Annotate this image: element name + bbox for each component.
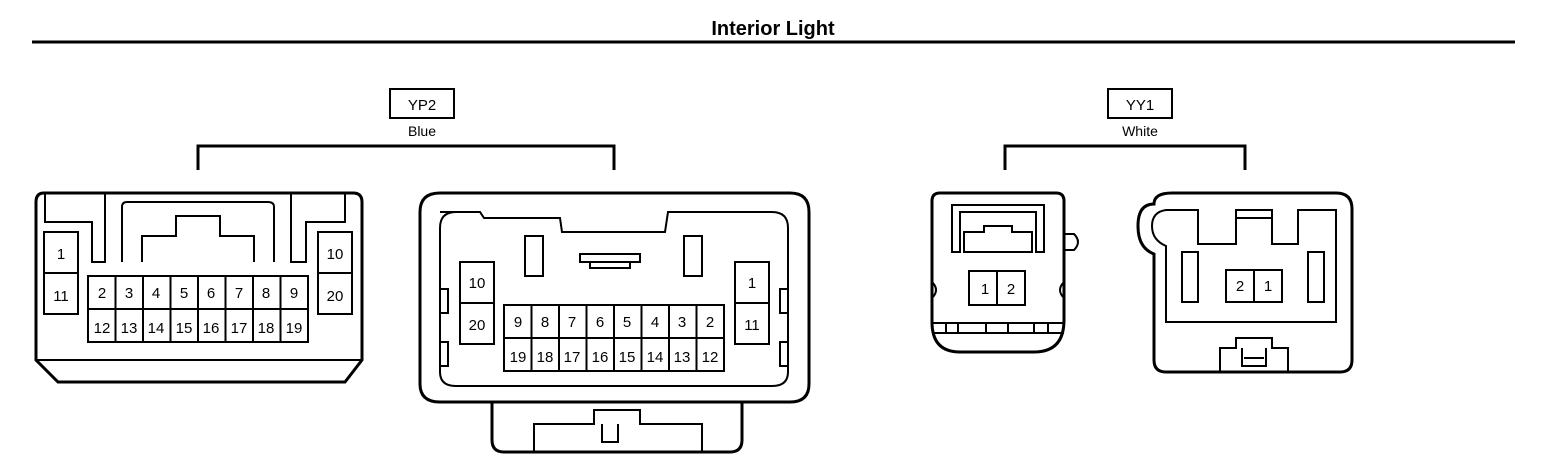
- pin-label: 9: [514, 314, 522, 331]
- pin-label: 7: [568, 314, 576, 331]
- pin-label: 11: [744, 317, 760, 334]
- pin-cell: [585, 337, 615, 372]
- pin-label: 1: [1264, 278, 1272, 295]
- pin-label: 14: [148, 320, 165, 337]
- pin-cell: [279, 308, 309, 343]
- pin-label: 1: [748, 275, 756, 292]
- pin-label: 1: [981, 281, 989, 298]
- side-key: [779, 341, 789, 367]
- connector-yp2-view-right: 10 20 9 8 7 6 5 4 3 2 19 18 17 16 15 14 …: [418, 191, 811, 454]
- pin-label: 6: [207, 285, 215, 302]
- diagram-title: Interior Light: [711, 18, 835, 40]
- side-key: [439, 288, 449, 314]
- latch-top: [1235, 209, 1273, 219]
- pin-label: 2: [1236, 278, 1244, 295]
- pin-label: 17: [564, 349, 581, 366]
- pin-label: 6: [596, 314, 604, 331]
- pin-cell: [503, 337, 533, 372]
- pin-label: 5: [623, 314, 631, 331]
- pin-label: 19: [510, 349, 527, 366]
- pin-cell: [87, 308, 117, 343]
- pin-label: 12: [94, 320, 111, 337]
- connector-code: YY1: [1126, 97, 1154, 114]
- pin-label: 20: [469, 317, 486, 334]
- pin-label: 19: [286, 320, 303, 337]
- pin-label: 9: [290, 285, 298, 302]
- latch-inner: [963, 225, 1033, 253]
- connector-bracket: [1003, 144, 1247, 170]
- pin-label: 16: [203, 320, 220, 337]
- pin-label: 13: [121, 320, 138, 337]
- housing-inner-outline: [1150, 209, 1337, 323]
- pin-cell: [695, 304, 725, 339]
- pin-cell: [668, 337, 698, 372]
- connector-yp2-view-left: 1 11 2 3 4 5 6 7 8 9 12 13 14 15 16 17 1…: [34, 191, 364, 384]
- pin-label: 10: [327, 246, 344, 263]
- connector-yy1-header: YY1 White: [1003, 88, 1247, 170]
- connector-housing: [930, 191, 1066, 354]
- pin-label: 11: [53, 288, 69, 305]
- connector-code-box: [389, 88, 455, 119]
- connector-yy1-view-right: 2 1: [1136, 191, 1354, 374]
- pin-label: 8: [262, 285, 270, 302]
- pin-label: 3: [125, 285, 133, 302]
- latch-slot: [683, 235, 703, 277]
- side-slot: [1307, 251, 1325, 303]
- pin-label: 17: [231, 320, 248, 337]
- connector-yp2-header: YP2 Blue: [196, 88, 616, 170]
- pin-cell: [197, 275, 227, 310]
- connector-housing: [34, 191, 364, 384]
- pin-cell: [695, 337, 725, 372]
- latch-frame: [951, 204, 1045, 253]
- connector-code-box: [1107, 88, 1173, 119]
- lock-tab-inner: [533, 409, 703, 452]
- pin-label: 15: [176, 320, 193, 337]
- side-slot: [1181, 251, 1199, 303]
- pin-label: 15: [619, 349, 636, 366]
- side-notch: [931, 281, 1065, 299]
- latch-center: [579, 253, 641, 269]
- connector-color: White: [1122, 123, 1158, 139]
- pin-label: 1: [57, 246, 65, 263]
- side-key: [439, 341, 449, 367]
- pin-label: 14: [647, 349, 664, 366]
- connector-code: YP2: [408, 97, 436, 114]
- pin-label: 18: [537, 349, 554, 366]
- connector-housing: [418, 191, 811, 404]
- pin-label: 2: [706, 314, 714, 331]
- pin-label: 18: [258, 320, 275, 337]
- housing-bottom-keys: [932, 322, 1064, 334]
- pin-label: 13: [674, 349, 691, 366]
- lock-tab: [490, 402, 744, 454]
- pin-label: 5: [180, 285, 188, 302]
- pin-label: 16: [592, 349, 609, 366]
- pin-label: 7: [235, 285, 243, 302]
- side-key: [779, 288, 789, 314]
- pin-label: 3: [678, 314, 686, 331]
- pin-cell: [640, 337, 670, 372]
- pin-cell: [114, 308, 144, 343]
- connector-yy1-view-left: 1 2: [930, 191, 1079, 354]
- latch-slot: [524, 235, 544, 277]
- lock-tab: [1219, 337, 1289, 372]
- pin-label: 2: [98, 285, 106, 302]
- pin-label: 12: [702, 349, 719, 366]
- housing-top-frame: [44, 193, 346, 263]
- pin-label: 4: [651, 314, 659, 331]
- pin-label: 10: [469, 275, 486, 292]
- connector-bracket: [196, 144, 616, 170]
- connector-color: Blue: [408, 123, 436, 139]
- side-hook: [1064, 233, 1079, 251]
- pin-cell: [142, 308, 172, 343]
- pin-label: 8: [541, 314, 549, 331]
- connector-housing: [1136, 191, 1354, 374]
- pin-label: 2: [1007, 281, 1015, 298]
- housing-inner-outline: [439, 211, 789, 387]
- pin-label: 4: [152, 285, 160, 302]
- pin-label: 20: [327, 288, 344, 305]
